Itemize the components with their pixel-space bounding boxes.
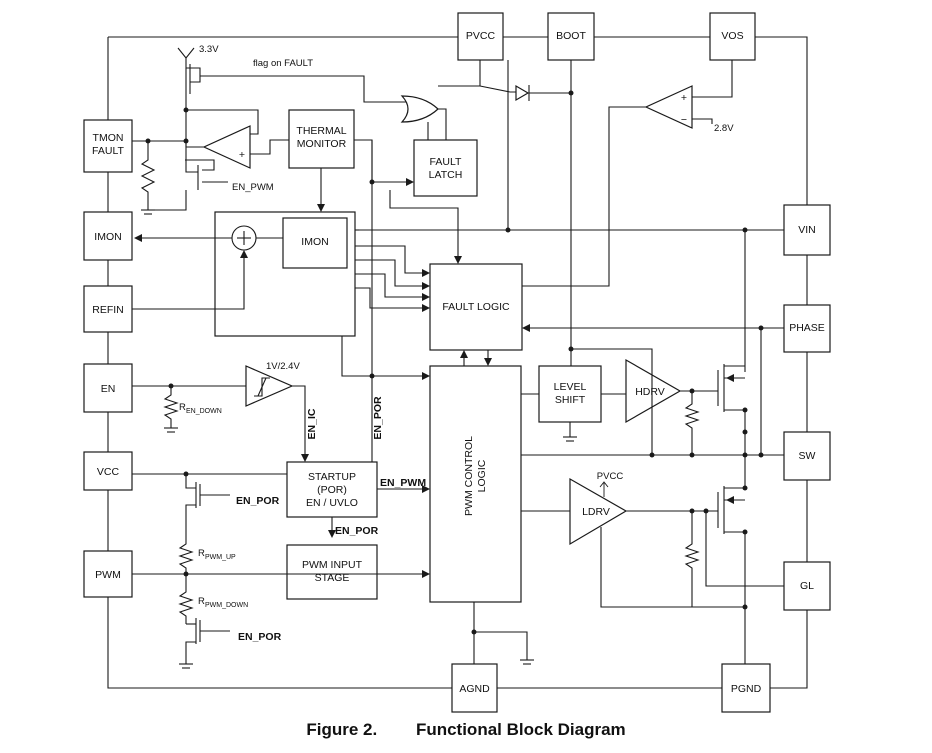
startup-label-1: STARTUP <box>308 471 356 483</box>
en-por-label-2: EN_POR <box>335 525 379 537</box>
flag-on-fault-label: flag on FAULT <box>253 58 313 69</box>
pin-vin-label: VIN <box>798 224 816 236</box>
ldrv-pvcc-label: PVCC <box>597 471 624 482</box>
high-side-fet-icon <box>680 364 748 455</box>
pin-pgnd: PGND <box>721 663 771 713</box>
startup-block: STARTUP (POR) EN / UVLO <box>286 461 378 518</box>
pin-pwm: PWM <box>83 550 133 598</box>
or-gate-icon <box>400 60 481 140</box>
low-side-fet-icon <box>600 455 784 664</box>
pin-tmon-fault: TMON FAULT <box>83 119 133 173</box>
fault-flag-transistor: 3.3V flag on FAULT EN_PWM <box>132 44 408 215</box>
hdrv-label: HDRV <box>635 386 665 398</box>
pin-boot: BOOT <box>547 12 595 61</box>
pin-phase-label: PHASE <box>789 322 825 334</box>
fault-logic-block: FAULT LOGIC <box>429 263 523 351</box>
figure-number: Figure 2. <box>306 720 378 739</box>
level-shift-block: LEVEL SHIFT <box>538 365 602 423</box>
pin-sw-label: SW <box>799 450 816 462</box>
en-por-vertical-label: EN_POR <box>372 396 384 440</box>
vref-2v8-label: 2.8V <box>714 123 734 134</box>
r-pwm-down-sub: PWM_DOWN <box>205 602 248 609</box>
pin-pwm-label: PWM <box>95 569 121 581</box>
r-en-down-label: R <box>179 402 186 413</box>
pin-pgnd-label: PGND <box>731 683 762 695</box>
pin-agnd-label: AGND <box>459 683 490 695</box>
pin-imon-label: IMON <box>94 231 121 243</box>
pin-en: EN <box>83 363 133 413</box>
pwm-input-label-2: STAGE <box>315 572 350 584</box>
fault-logic-label: FAULT LOGIC <box>442 301 510 313</box>
thermal-monitor-block: THERMAL MONITOR <box>288 109 355 169</box>
startup-label-2: (POR) <box>317 484 347 496</box>
pin-pvcc-label: PVCC <box>466 30 496 42</box>
fault-latch-block: FAULT LATCH <box>413 139 478 197</box>
pwm-control-logic-block: PWM CONTROL LOGIC <box>429 365 522 603</box>
pin-sw: SW <box>783 431 831 481</box>
pin-vos-label: VOS <box>721 30 743 42</box>
pin-vin: VIN <box>783 204 831 256</box>
startup-label-3: EN / UVLO <box>306 497 358 509</box>
en-por-label-1: EN_POR <box>236 495 280 507</box>
r-pwm-down-label: R <box>198 596 205 607</box>
vos-minus-sign: − <box>681 114 687 126</box>
r-pwm-up-label: R <box>198 548 205 559</box>
pwm-input-label-1: PWM INPUT <box>302 559 363 571</box>
hdrv-driver: HDRV <box>625 358 682 424</box>
en-comparator: R EN_DOWN 1V/2.4V EN_IC <box>132 361 318 462</box>
pin-refin-label: REFIN <box>92 304 124 316</box>
tmon-plus-sign: + <box>239 149 245 161</box>
boot-diode-icon <box>479 60 653 455</box>
supply-3v3-label: 3.3V <box>199 44 219 55</box>
pin-fault-label: FAULT <box>92 145 124 157</box>
figure-caption: Figure 2. Functional Block Diagram <box>0 720 932 740</box>
pin-phase: PHASE <box>783 304 831 353</box>
pin-tmon-label: TMON <box>93 132 124 144</box>
pwm-control-label-1: PWM CONTROL <box>463 436 475 516</box>
pin-vcc: VCC <box>83 451 133 491</box>
pin-gl: GL <box>783 561 831 611</box>
imon-inner-label: IMON <box>301 236 328 248</box>
en-por-label-3: EN_POR <box>238 631 282 643</box>
pin-pvcc: PVCC <box>457 12 504 61</box>
figure-title: Functional Block Diagram <box>415 720 626 739</box>
pin-agnd: AGND <box>451 663 498 713</box>
pwm-input-stage-block: PWM INPUT STAGE <box>286 544 378 600</box>
imon-sense-block: IMON <box>214 211 356 337</box>
thermal-monitor-label-1: THERMAL <box>296 125 346 137</box>
en-ic-label: EN_IC <box>306 408 318 439</box>
en-pwm-bold-label: EN_PWM <box>380 477 426 489</box>
en-threshold-label: 1V/2.4V <box>266 361 300 372</box>
level-shift-label-1: LEVEL <box>554 381 587 393</box>
pin-en-label: EN <box>101 383 116 395</box>
r-pwm-up-sub: PWM_UP <box>205 554 236 561</box>
vos-plus-sign: + <box>681 92 687 104</box>
r-en-down-sub: EN_DOWN <box>186 408 222 415</box>
fault-latch-label-1: FAULT <box>430 156 462 168</box>
vos-comparator: + − 2.8V <box>522 60 734 287</box>
functional-block-diagram: PVCC BOOT VOS TMON FAULT IMON REFIN EN V… <box>83 12 831 713</box>
pin-gl-label: GL <box>800 580 814 592</box>
pin-boot-label: BOOT <box>556 30 586 42</box>
ldrv-label: LDRV <box>582 506 610 518</box>
level-shift-label-2: SHIFT <box>555 394 586 406</box>
tmon-comparator: + <box>185 109 289 169</box>
ldrv-driver: LDRV PVCC <box>569 471 628 546</box>
en-pwm-small-label: EN_PWM <box>232 182 274 193</box>
pin-vcc-label: VCC <box>97 466 120 478</box>
pin-imon: IMON <box>83 211 133 261</box>
fault-latch-label-2: LATCH <box>429 169 463 181</box>
pin-vos: VOS <box>709 12 756 61</box>
pin-refin: REFIN <box>83 285 133 333</box>
pwm-control-label-2: LOGIC <box>476 459 488 492</box>
thermal-monitor-label-2: MONITOR <box>297 138 347 150</box>
